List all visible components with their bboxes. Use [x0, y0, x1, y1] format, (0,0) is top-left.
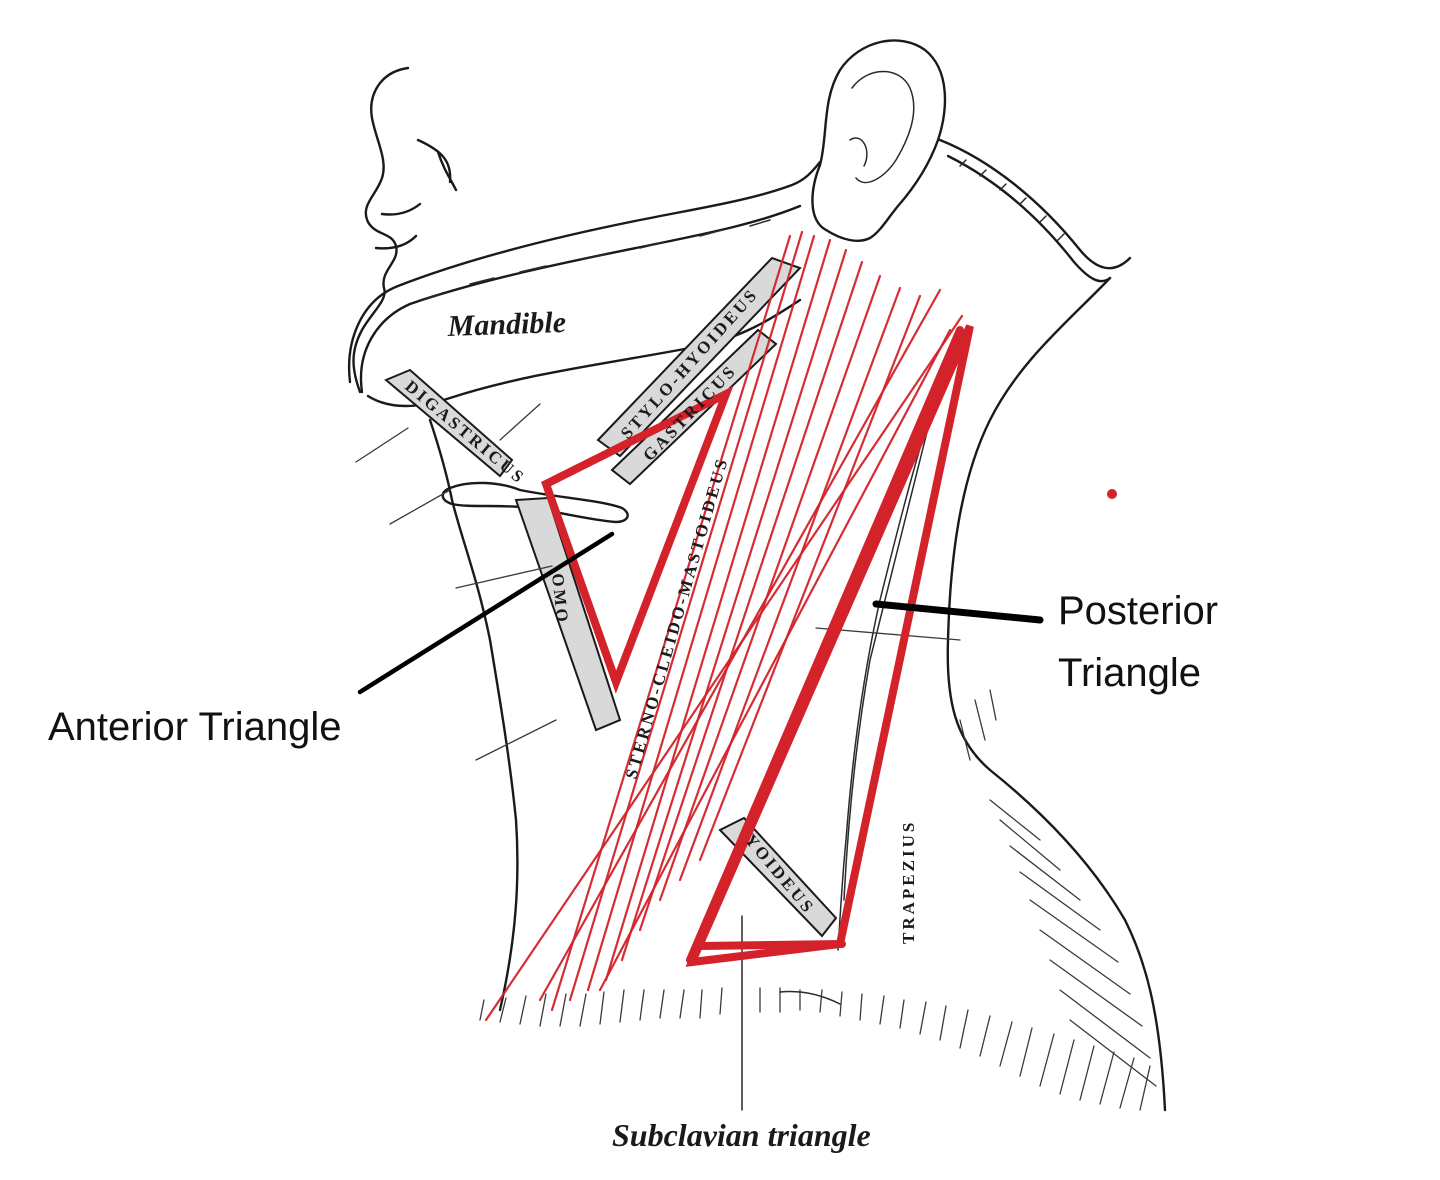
digastric-anterior-belly [384, 368, 514, 478]
posterior-triangle-label-line2: Triangle [1058, 651, 1201, 695]
anterior-triangle-outline [541, 385, 734, 694]
anterior-triangle-leader [357, 531, 615, 695]
posterior-triangle-label-line1: Posterior [1058, 589, 1218, 633]
scm-fiber [484, 314, 964, 1022]
neck-outline [355, 256, 1167, 1112]
subclavian-triangle-base [696, 940, 846, 950]
posterior-neck-contour [946, 276, 1167, 1112]
ear [811, 39, 947, 242]
occipital-edge [938, 138, 1132, 270]
clavicle-top [779, 990, 841, 1005]
scm-fiber [598, 328, 952, 992]
nostril [416, 138, 458, 192]
trapezius-hatching [959, 689, 1157, 1087]
scm-fiber [658, 274, 882, 902]
trapezius-label: TRAPEZIUS [899, 820, 918, 944]
mandible-label: Mandible [446, 306, 566, 343]
lip-line [380, 202, 422, 216]
posterior-triangle-inner-edge [686, 326, 964, 964]
anterior-triangle-label: Anterior Triangle [48, 705, 341, 749]
trapezius-border [837, 359, 949, 951]
triangle-outlines [541, 324, 1117, 967]
occipital-edge-inner [946, 154, 1112, 283]
anterior-neck-contour [428, 418, 519, 1012]
omohyoid-upper-label: OMO [548, 572, 572, 625]
callout-labels: Anterior Triangle Posterior Triangle Sub… [48, 589, 1218, 1153]
trapezius-border-2 [843, 419, 931, 901]
occipital-scallop [959, 159, 1065, 241]
callout-leaders [357, 531, 1044, 695]
scm-fiber [638, 260, 864, 932]
subclavian-triangle-label: Subclavian triangle [612, 1117, 871, 1153]
chin-line [374, 234, 418, 250]
scm-fiber [586, 234, 816, 992]
head-outline [348, 39, 1132, 524]
scm-fiber [604, 238, 832, 982]
mandible-outer [348, 160, 822, 384]
ear-inner [851, 70, 915, 184]
mandible-inner [359, 204, 802, 394]
omohyoid-lower-belly [718, 816, 838, 938]
posterior-triangle-leader [872, 600, 1044, 624]
ear-lobe-curve [849, 137, 868, 167]
scm-fiber [620, 248, 848, 962]
omohyoid-upper-belly [514, 496, 622, 732]
mandible-texture [419, 219, 771, 301]
scm-fiber [678, 286, 902, 882]
omohyoid-lower-label: YOIDEUS [741, 830, 819, 918]
posterior-triangle-outline [685, 324, 974, 967]
skin-creases [355, 403, 961, 761]
face-profile [352, 66, 410, 394]
red-dot-marker [1107, 489, 1117, 499]
scm-fiber [550, 234, 792, 1012]
scm-fibers [484, 230, 964, 1022]
clavicle-hatching [479, 987, 1151, 1111]
scm-fiber [568, 230, 804, 1002]
